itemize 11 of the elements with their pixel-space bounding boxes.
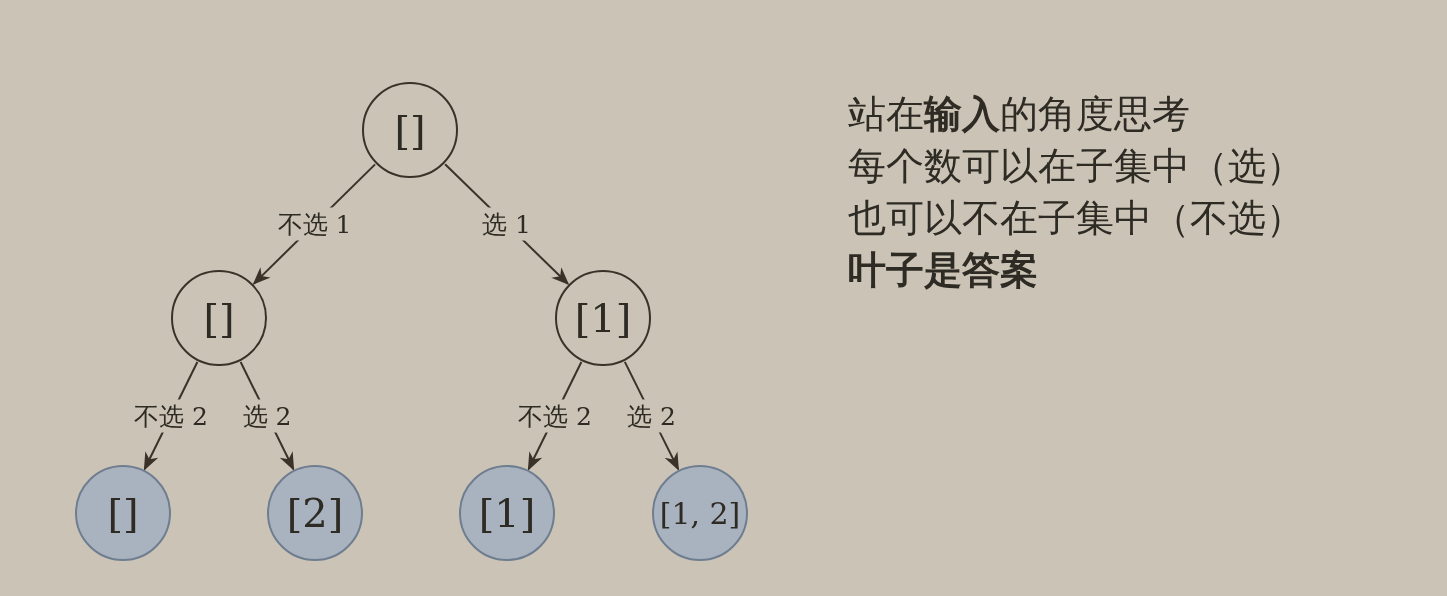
tree-node: [] xyxy=(171,270,267,366)
note-text: 也可以不在子集中（不选） xyxy=(848,195,1304,242)
leaf-node: [1] xyxy=(459,465,555,561)
leaf-node: [] xyxy=(75,465,171,561)
note-text: 站在输入的角度思考 xyxy=(848,91,1190,138)
leaf-node: [2] xyxy=(267,465,363,561)
note-text: 每个数可以在子集中（选） xyxy=(848,143,1304,190)
tree-node: [1] xyxy=(555,270,651,366)
leaf-node: [1, 2] xyxy=(652,465,748,561)
tree-node: [] xyxy=(362,82,458,178)
note-text: 叶子是答案 xyxy=(848,247,1038,294)
